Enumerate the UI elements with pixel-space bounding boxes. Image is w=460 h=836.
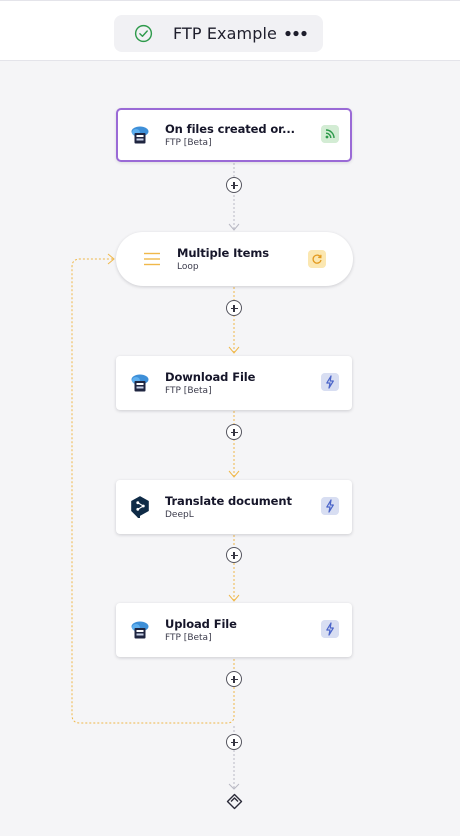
step-app: Loop [177, 262, 199, 272]
deepl-icon [131, 496, 149, 518]
step-app: DeepL [165, 510, 194, 520]
add-step-button[interactable] [226, 424, 242, 440]
step-translate-document-node[interactable]: Translate document DeepL [116, 480, 352, 534]
workflow-title[interactable]: FTP Example [173, 24, 277, 43]
ftp-icon [131, 374, 149, 392]
step-app: FTP [Beta] [165, 633, 212, 643]
ftp-icon [131, 126, 149, 144]
end-flag-icon [226, 793, 243, 810]
step-loop-node[interactable]: Multiple Items Loop [116, 232, 353, 286]
ftp-icon [131, 621, 149, 639]
more-horizontal-icon[interactable] [284, 24, 308, 43]
check-circle-icon [134, 24, 153, 43]
lightning-action-icon [321, 497, 339, 515]
add-step-button[interactable] [226, 177, 242, 193]
step-name: Upload File [165, 617, 237, 631]
step-name: Translate document [165, 494, 292, 508]
top-bar: FTP Example [0, 0, 460, 61]
step-download-file-node[interactable]: Download File FTP [Beta] [116, 356, 352, 410]
add-step-after-loop-button[interactable] [226, 734, 242, 750]
add-step-button[interactable] [226, 547, 242, 563]
add-step-button[interactable] [226, 300, 242, 316]
step-name: Multiple Items [177, 246, 269, 260]
step-trigger-node[interactable]: On files created or... FTP [Beta] [116, 108, 352, 162]
step-app: FTP [Beta] [165, 386, 212, 396]
step-name: Download File [165, 370, 256, 384]
list-icon [144, 252, 160, 266]
step-upload-file-node[interactable]: Upload File FTP [Beta] [116, 603, 352, 657]
rss-feed-icon [321, 125, 339, 143]
loop-refresh-icon [308, 250, 326, 268]
workflow-title-pill[interactable]: FTP Example [114, 15, 323, 52]
lightning-action-icon [321, 620, 339, 638]
lightning-action-icon [321, 373, 339, 391]
step-name: On files created or... [165, 122, 295, 136]
add-step-button[interactable] [226, 671, 242, 687]
step-app: FTP [Beta] [165, 138, 212, 148]
